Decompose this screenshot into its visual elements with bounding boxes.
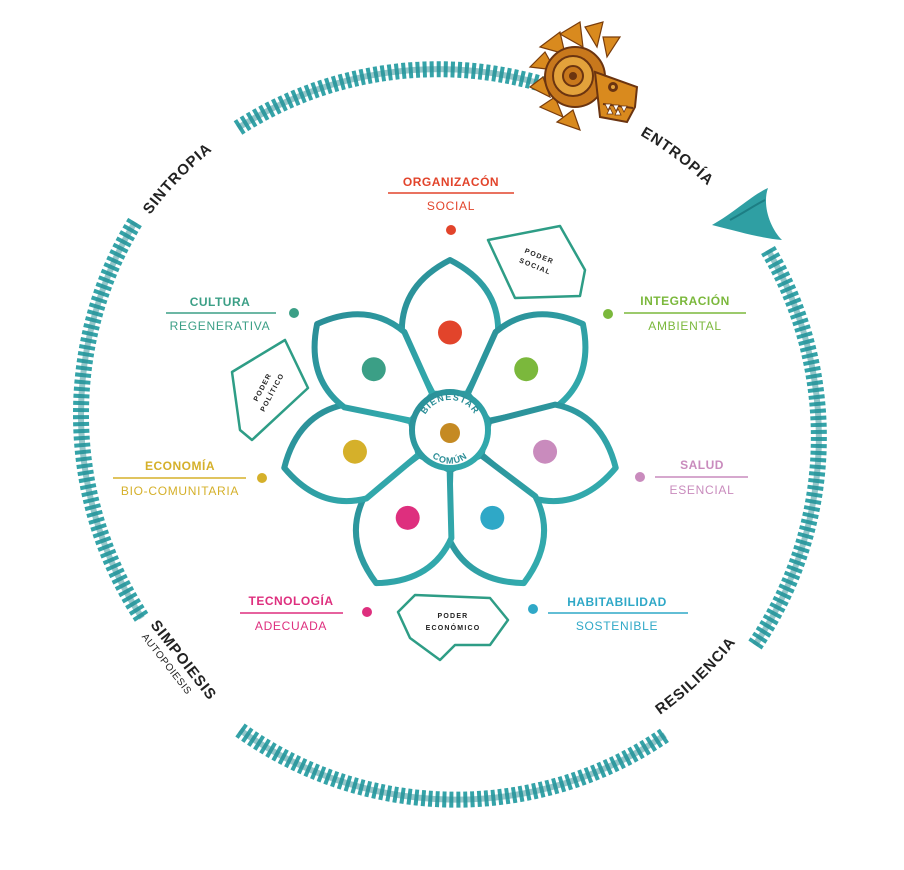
salud-dot [635,472,645,482]
habitabilidad-dot [528,604,538,614]
economia-dot [257,473,267,483]
organizacion-dot [446,225,456,235]
serpent-tail-icon [712,188,782,240]
poder-social: PODER SOCIAL [486,224,587,300]
cultura-dot [289,308,299,318]
serpent-cycle-ring [72,61,827,808]
center-label-bottom: COMÚN [431,450,469,465]
dimension-salud: SALUD ESENCIAL [635,458,748,497]
petal-dot-economia [342,439,367,464]
poder-economico-line2: ECONÓMICO [426,623,481,632]
cultura-subtitle: REGENERATIVA [170,319,271,333]
integracion-dot [603,309,613,319]
dimension-integracion: INTEGRACIÓN AMBIENTAL [603,293,746,333]
habitabilidad-subtitle: SOSTENIBLE [576,619,658,633]
habitabilidad-title: HABITABILIDAD [567,595,667,609]
integracion-subtitle: AMBIENTAL [648,319,721,333]
organizacion-subtitle: SOCIAL [427,199,475,213]
economia-title: ECONOMÍA [145,458,215,473]
tecnologia-dot [362,607,372,617]
ring-segment-bottom-solid [238,727,667,803]
integracion-title: INTEGRACIÓN [640,293,730,308]
tecnologia-title: TECNOLOGÍA [249,593,334,608]
poder-economico: PODER ECONÓMICO [396,593,510,662]
cultura-title: CULTURA [190,295,251,309]
poder-economico-line1: PODER [438,613,469,620]
label-entropia: ENTROPÍA [638,124,717,189]
petal-dot-integracion [514,357,539,382]
ring-segment-right-solid [752,248,822,647]
organizacion-title: ORGANIZACÓN [403,174,499,189]
quetzalcoatl-head-icon [528,21,639,131]
ring-segment-left-solid [77,220,145,620]
center-bienestar-comun: BIENESTAR COMÚN [409,389,491,471]
dimension-tecnologia: TECNOLOGÍA ADECUADA [240,593,372,633]
label-resiliencia: RESILIENCIA [652,634,739,719]
salud-title: SALUD [680,458,724,472]
petal-dot-organizacion [438,320,462,345]
economia-subtitle: BIO-COMUNITARIA [121,484,239,498]
petal-dot-salud [533,439,558,464]
dimension-cultura: CULTURA REGENERATIVA [166,295,299,333]
petal-dot-cultura [361,357,386,382]
ring-segment-top-solid [236,66,546,131]
label-sintropia: SINTROPIA [140,140,216,218]
poder-politico: PODER POLÍTICO [230,338,310,442]
petal-dot-tecnologia [395,505,420,530]
ring-segment-top [233,61,548,135]
flower-petals [281,257,619,587]
dimension-organizacion: ORGANIZACÓN SOCIAL [388,174,514,235]
petal-dot-habitabilidad [480,505,505,530]
tecnologia-subtitle: ADECUADA [255,619,327,633]
salud-subtitle: ESENCIAL [670,483,735,497]
dimension-habitabilidad: HABITABILIDAD SOSTENIBLE [528,595,688,633]
dimension-economia: ECONOMÍA BIO-COMUNITARIA [113,458,267,498]
